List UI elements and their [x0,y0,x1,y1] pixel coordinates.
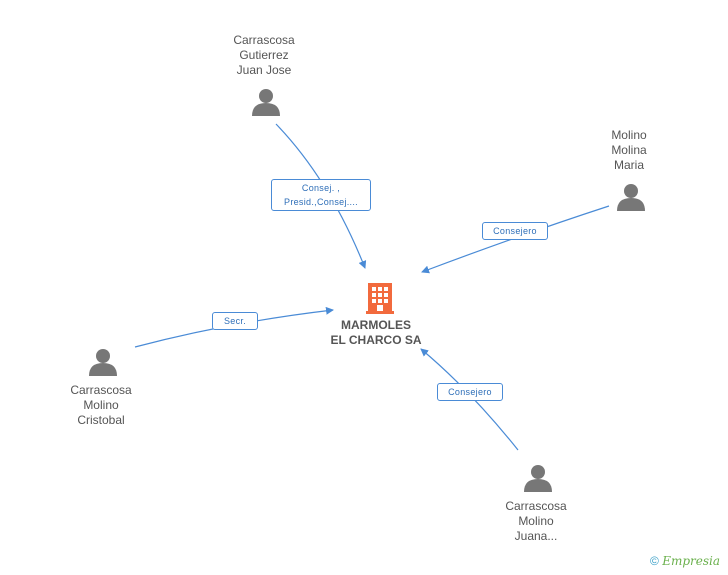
person-node-p2[interactable]: Molino Molina Maria [569,128,689,173]
edge-label-p2[interactable]: Consejero [482,222,548,240]
person-name-line: Cristobal [77,413,125,427]
footer-brand: © Empresia [650,554,720,568]
company-name-line1: MARMOLES [341,318,411,332]
person-name-line: Molino [611,128,647,142]
edge-label-line: Presid.,Consej.... [284,197,358,207]
edge-label-p3[interactable]: Secr. [212,312,258,330]
edge-label-line: Secr. [223,316,246,326]
person-name-line: Juana... [514,529,558,543]
person-name-line: Molino [518,514,554,528]
edge-label-p4[interactable]: Consejero [437,383,503,401]
person-icon[interactable] [617,184,645,211]
edge-label-line: Consejero [493,226,537,236]
edge-label-line: Consej. , [301,183,341,193]
person-icon[interactable] [524,465,552,492]
edge-label-p1[interactable]: Consej. , Presid.,Consej.... [271,179,371,211]
person-node-p3[interactable]: Carrascosa Molino Cristobal [41,383,161,428]
person-name-line: Molino [83,398,119,412]
brand-logo: Empresia [662,554,720,568]
person-name-line: Molina [611,143,647,157]
person-node-p4[interactable]: Carrascosa Molino Juana... [476,499,596,544]
edge-label-line: Consejero [448,387,492,397]
person-node-p1[interactable]: Carrascosa Gutierrez Juan Jose [204,33,324,78]
person-icon[interactable] [89,349,117,376]
company-name-line2: EL CHARCO SA [330,333,422,347]
company-name[interactable]: MARMOLES EL CHARCO SA [296,318,456,348]
person-name-line: Carrascosa [233,33,295,47]
person-name-line: Carrascosa [70,383,132,397]
person-name-line: Gutierrez [239,48,289,62]
person-name-line: Carrascosa [505,499,567,513]
person-name-line: Juan Jose [236,63,292,77]
building-icon[interactable] [366,283,394,314]
person-name-line: Maria [613,158,644,172]
copyright-icon: © [650,554,659,568]
person-icon[interactable] [252,89,280,116]
